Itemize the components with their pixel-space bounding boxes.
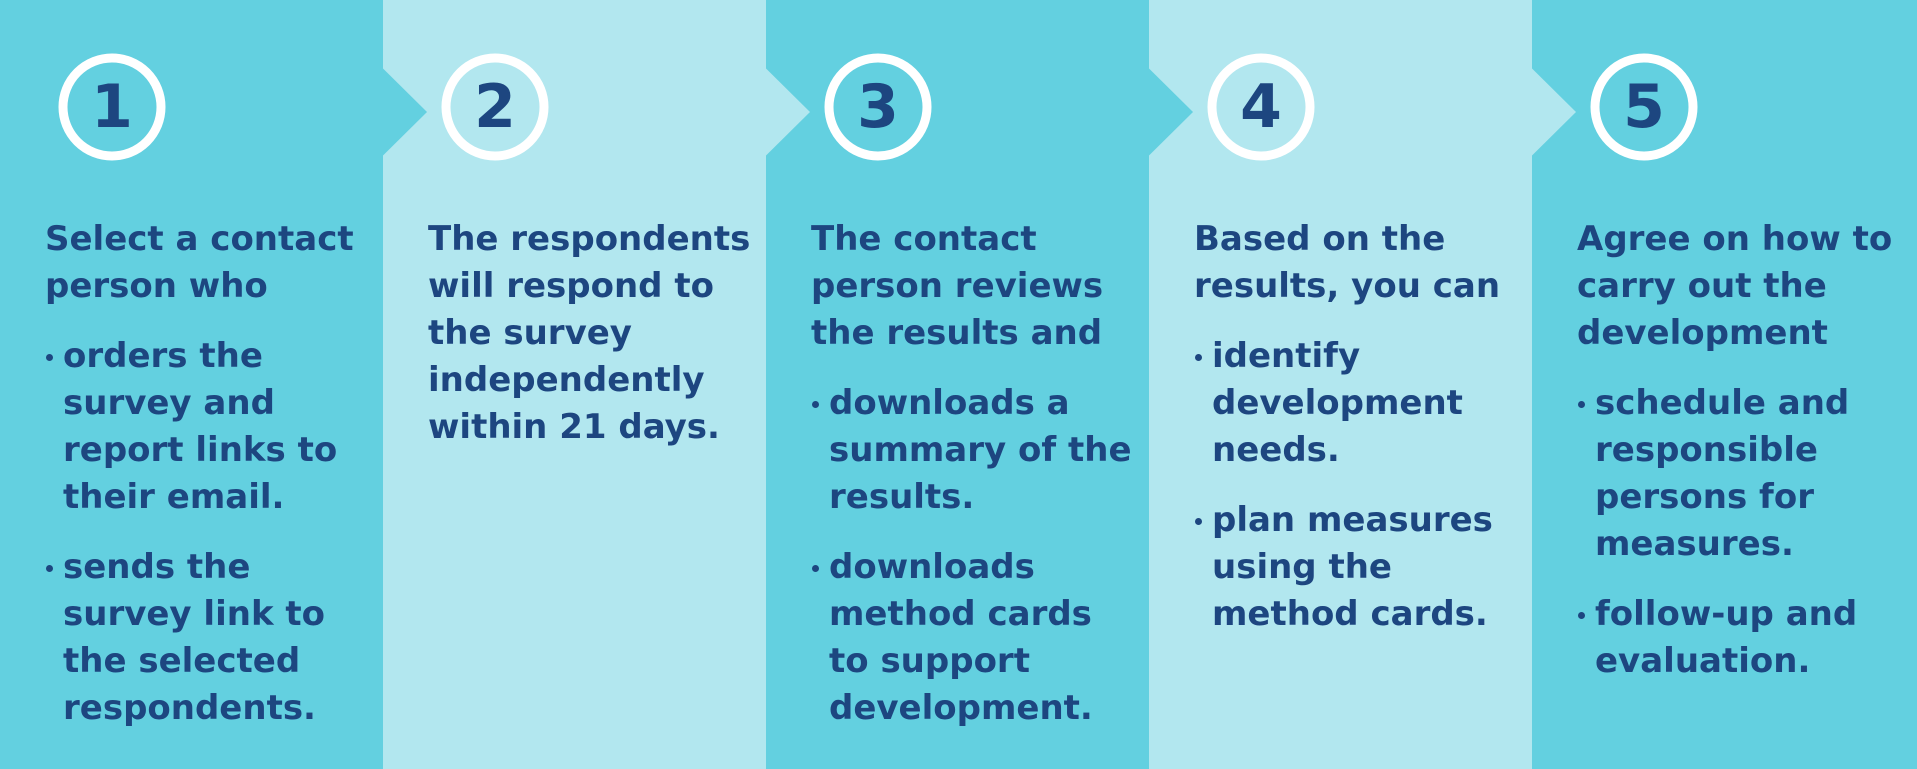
step-bullet-text: downloads a summary of the results.: [829, 383, 1132, 517]
step-number-circle-icon: [441, 53, 549, 161]
step-intro: The respondents will respond to the surv…: [428, 219, 751, 447]
step-number-circle-icon: [1590, 53, 1698, 161]
bullet-dot-icon: [46, 354, 53, 361]
step-bullet-list: downloads a summary of the results. downl…: [811, 380, 1141, 732]
step-bullet-list: schedule and responsible persons for mea…: [1577, 380, 1907, 685]
step-bullet-text: identify development needs.: [1212, 336, 1463, 470]
step-bullet: sends the survey link to the selected re…: [45, 544, 375, 732]
step-bullet: orders the survey and report links to th…: [45, 333, 375, 521]
step-bullet-text: schedule and responsible persons for mea…: [1595, 383, 1850, 564]
step-bullet: follow-up and evaluation.: [1577, 591, 1907, 685]
bullet-dot-icon: [1195, 354, 1202, 361]
bullet-dot-icon: [812, 401, 819, 408]
step-bullet-text: follow-up and evaluation.: [1595, 594, 1858, 681]
step-description: Select a contact person who orders the su…: [45, 216, 375, 732]
step-bullet: plan measures using the method cards.: [1194, 497, 1524, 638]
step-number: 3: [857, 72, 899, 142]
chevron-arrow-icon: [382, 68, 427, 156]
step-bullet-text: orders the survey and report links to th…: [63, 336, 338, 517]
step-number-circle-icon: [824, 53, 932, 161]
step-intro: Based on the results, you can: [1194, 219, 1501, 306]
step-bullet: downloads method cards to support develo…: [811, 544, 1141, 732]
bullet-dot-icon: [46, 565, 53, 572]
step-bullet-list: identify development needs. plan measures…: [1194, 333, 1524, 638]
step-bullet: schedule and responsible persons for mea…: [1577, 380, 1907, 568]
step-bullet: downloads a summary of the results.: [811, 380, 1141, 521]
step-bullet-text: downloads method cards to support develo…: [829, 547, 1093, 728]
bullet-dot-icon: [1578, 401, 1585, 408]
step-number: 1: [91, 72, 133, 142]
step-bullet-list: orders the survey and report links to th…: [45, 333, 375, 732]
step-number: 5: [1623, 72, 1665, 142]
step-number-circle-icon: [58, 53, 166, 161]
step-number: 2: [474, 72, 516, 142]
step-number-circle-icon: [1207, 53, 1315, 161]
step-description: The respondents will respond to the surv…: [428, 216, 758, 451]
step-bullet-text: plan measures using the method cards.: [1212, 500, 1493, 634]
step-intro: Select a contact person who: [45, 219, 354, 306]
bullet-dot-icon: [812, 565, 819, 572]
bullet-dot-icon: [1195, 518, 1202, 525]
step-bullet: identify development needs.: [1194, 333, 1524, 474]
step-intro: Agree on how to carry out the developmen…: [1577, 219, 1893, 353]
bullet-dot-icon: [1578, 612, 1585, 619]
step-number: 4: [1240, 72, 1282, 142]
step-description: Based on the results, you can identify de…: [1194, 216, 1524, 638]
step-bullet-text: sends the survey link to the selected re…: [63, 547, 326, 728]
chevron-arrow-icon: [765, 68, 810, 156]
step-description: The contact person reviews the results a…: [811, 216, 1141, 732]
chevron-arrow-icon: [1531, 68, 1576, 156]
chevron-arrow-icon: [1148, 68, 1193, 156]
step-description: Agree on how to carry out the developmen…: [1577, 216, 1907, 685]
step-intro: The contact person reviews the results a…: [811, 219, 1104, 353]
